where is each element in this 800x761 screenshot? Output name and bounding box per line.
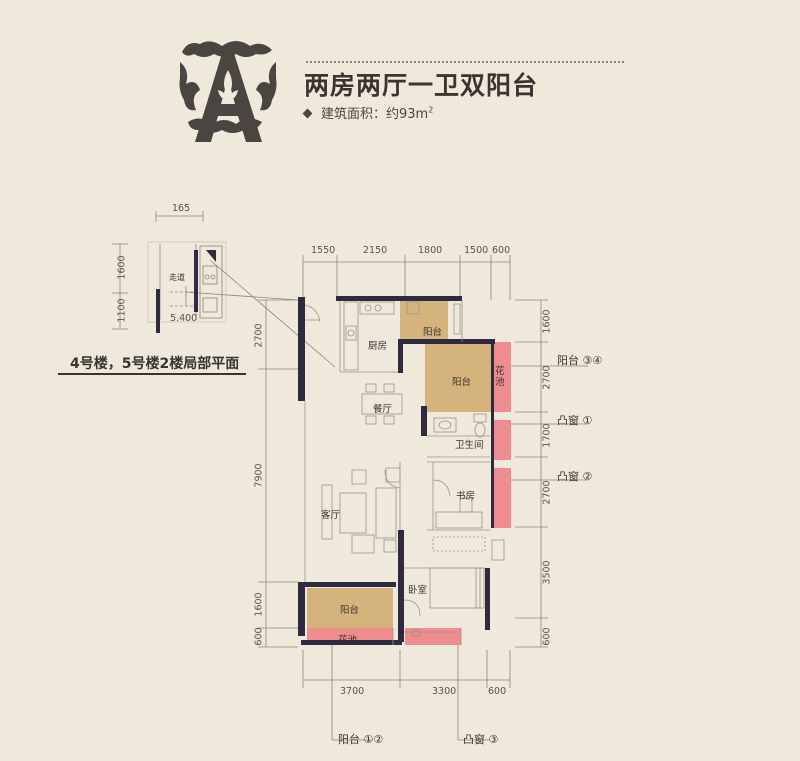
room-bathroom: 卫生间 [455,440,484,451]
left-dim-1: 2700 [253,323,265,348]
room-kitchen: 厨房 [368,341,388,352]
bottom-dim-2: 3300 [432,686,457,697]
room-living: 客厅 [321,510,341,521]
area-info: 建筑面积：约93m2 [302,103,434,122]
corridor-label: 走道 [169,273,185,282]
top-dim-4: 1500 [464,245,489,256]
diamond-bullet-icon [302,108,313,119]
partial-dim-left-upper: 1600 [116,255,128,280]
legend-bay-window-2: 凸窗 ② [557,470,593,483]
top-dim-1: 1550 [311,245,336,256]
right-dim-4: 2700 [541,480,553,505]
top-dim-3: 1800 [418,245,443,256]
legend-balcony-12: 阳台 ①② [338,733,384,746]
right-dim-6: 600 [541,627,553,646]
logo-emblem [179,41,277,142]
room-flower-bed-bottom: 花池 [338,635,358,646]
title-divider [306,61,624,63]
partial-dim-left-lower: 1100 [116,298,128,323]
room-balcony-bottom: 阳台 [340,605,360,616]
partial-dim-top: 165 [172,203,191,214]
caption-underline [58,373,246,375]
right-dim-5: 3500 [541,560,553,585]
legend-balcony-34: 阳台 ③④ [557,354,603,367]
room-dining: 餐厅 [373,404,393,415]
left-dim-4: 600 [253,627,265,646]
area-label: 建筑面积：约93m [321,107,429,122]
level-label: 5.400 [170,313,198,324]
legend-bay-window-1: 凸窗 ① [557,414,593,427]
bottom-dim-3: 600 [488,686,507,697]
walls [298,296,495,645]
area-fills [307,300,511,645]
partial-plan-caption: 4号楼，5号楼2楼局部平面 [70,356,240,372]
right-dim-3: 1700 [541,423,553,448]
area-sup: 2 [428,105,434,115]
interior-lines [304,300,505,645]
left-dim-2: 7900 [253,463,265,488]
room-balcony-mid: 阳台 [452,377,472,388]
room-balcony-small: 阳台 [423,327,443,338]
room-bedroom: 卧室 [408,585,428,596]
bottom-dim-1: 3700 [340,686,365,697]
right-dim-1: 1600 [541,309,553,334]
top-dim-2: 2150 [363,245,388,256]
left-dim-3: 1600 [253,592,265,617]
top-dim-5: 600 [492,245,511,256]
legend-bay-window-3: 凸窗 ③ [463,733,499,746]
right-dim-2: 2700 [541,365,553,390]
room-flower-bed-right: 花池 [495,366,505,388]
partial-plan-graphic [112,211,336,368]
room-study: 书房 [456,491,476,502]
page-title: 两房两厅一卫双阳台 [304,71,539,100]
